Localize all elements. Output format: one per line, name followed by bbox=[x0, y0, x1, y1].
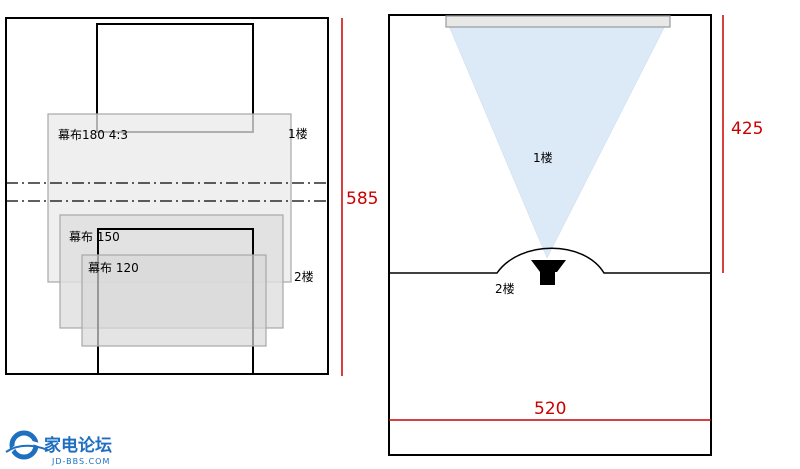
floor-1-label: 1楼 bbox=[288, 126, 308, 141]
screen-120-rect bbox=[81, 254, 267, 347]
balcony-floor-line bbox=[389, 247, 711, 274]
floor-2-label-right: 2楼 bbox=[495, 281, 515, 296]
screen-120-label: 幕布 120 bbox=[88, 261, 139, 275]
front-view-panel: 幕布180 4:3 1楼 幕布 150 幕布 120 2楼 585 bbox=[5, 17, 378, 376]
logo-url: JD-BBS.COM bbox=[51, 457, 110, 466]
ceiling-screen bbox=[445, 15, 671, 28]
height-dimension-label: 585 bbox=[346, 189, 378, 209]
side-view-panel: 1楼 2楼 520 425 bbox=[388, 14, 763, 456]
logo-swirl-icon bbox=[5, 430, 49, 460]
projector-icon bbox=[531, 260, 566, 285]
logo-name: 家电论坛 bbox=[44, 435, 112, 456]
screen-150-label: 幕布 150 bbox=[69, 230, 120, 244]
screen-180-label: 幕布180 4:3 bbox=[58, 128, 128, 142]
site-logo: 家电论坛 JD-BBS.COM bbox=[5, 430, 112, 466]
width-dimension-label: 520 bbox=[534, 399, 566, 419]
beam-floor-1-label: 1楼 bbox=[533, 150, 553, 165]
right-height-dimension-label: 425 bbox=[731, 119, 763, 139]
floor-2-label: 2楼 bbox=[294, 269, 314, 284]
